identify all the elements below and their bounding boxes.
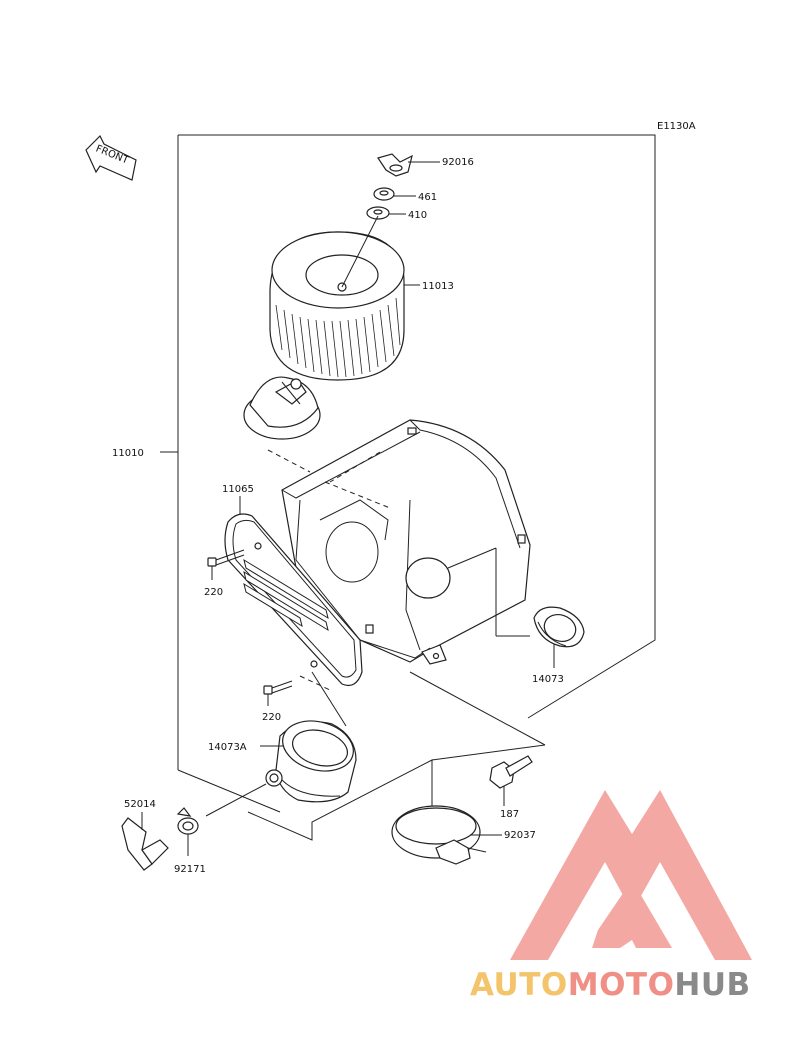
air-filter-element-part <box>269 215 420 381</box>
label-461: 461 <box>418 192 437 203</box>
hose-clamp-part <box>391 805 502 865</box>
label-187: 187 <box>500 809 519 820</box>
svg-text:AUTOMOTOHUB: AUTOMOTOHUB <box>470 967 751 1003</box>
automotohub-logo-icon <box>510 790 752 960</box>
bolt-187-part <box>489 755 533 806</box>
label-410: 410 <box>408 210 427 221</box>
label-11013: 11013 <box>422 281 454 292</box>
grommet-part <box>533 606 585 668</box>
air-cleaner-case-part <box>281 419 531 665</box>
wordmark-moto: MOTO <box>568 967 675 1003</box>
assembly-bracket <box>160 134 656 845</box>
wordmark-hub: HUB <box>674 967 750 1003</box>
label-11010: 11010 <box>112 448 144 459</box>
hose-clip-part <box>176 807 199 856</box>
screw-220-lower-part <box>263 680 293 706</box>
wordmark-auto: AUTO <box>470 967 568 1003</box>
label-14073A: 14073A <box>208 742 247 753</box>
label-11065: 11065 <box>222 484 254 495</box>
label-92016: 92016 <box>442 157 474 168</box>
label-92171: 92171 <box>174 864 206 875</box>
screw-220-upper-part <box>207 549 245 580</box>
filter-holder-part <box>243 376 321 440</box>
diagram-code: E1130A <box>657 121 696 132</box>
label-220-upper: 220 <box>204 587 223 598</box>
wing-nut-part <box>377 153 440 177</box>
label-52014: 52014 <box>124 799 156 810</box>
washer-410-part <box>366 206 406 220</box>
elbow-fitting-part <box>121 812 169 871</box>
label-14073: 14073 <box>532 674 564 685</box>
automotohub-wordmark: AUTOMOTOHUB <box>470 967 751 1003</box>
intake-duct-part <box>205 720 357 817</box>
washer-461-part <box>373 187 416 201</box>
front-arrow-icon: FRONT <box>85 134 137 181</box>
label-220-lower: 220 <box>262 712 281 723</box>
label-92037: 92037 <box>504 830 536 841</box>
side-cover-part <box>224 496 363 687</box>
